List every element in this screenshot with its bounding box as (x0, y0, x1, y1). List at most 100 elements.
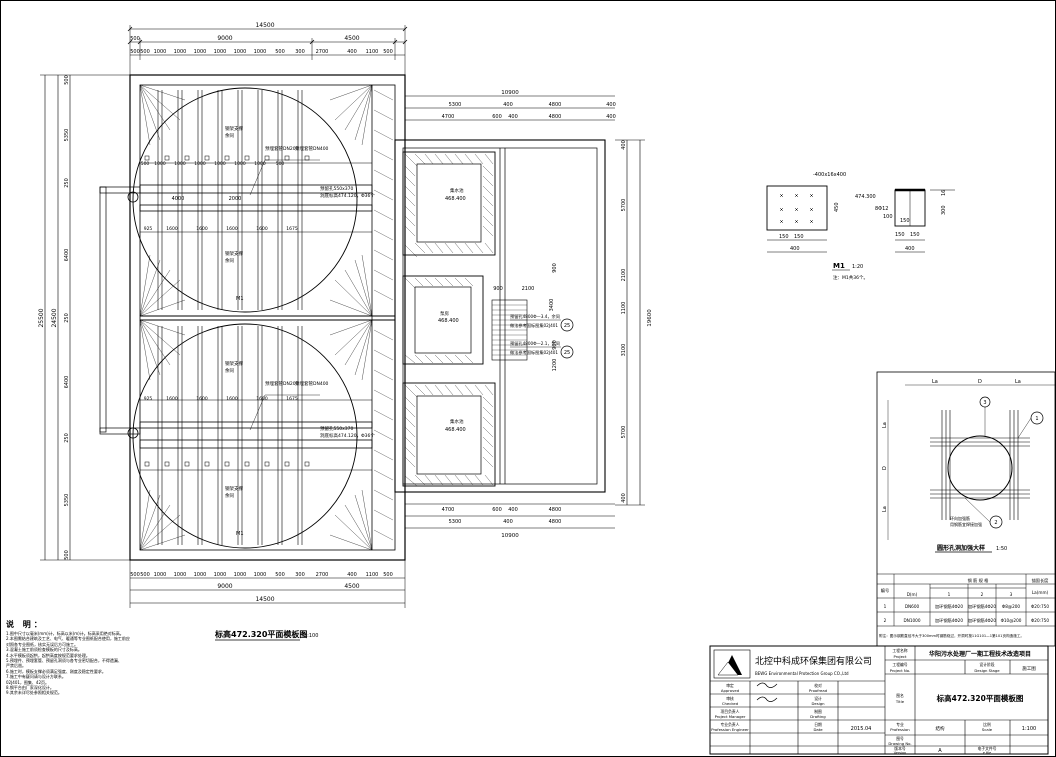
tb-project-name: 华阳污水处理厂一期工程技术改造项目 (929, 650, 1031, 658)
note-line: 7.施工中有疑问请与设计方联系。 (6, 674, 66, 680)
note-line: 2.本图需结合建筑及工艺、电气、暖通等专业图纸配合使用，施工前应 (6, 636, 130, 642)
room-3-elev: 468.400 (445, 427, 466, 433)
pipe-label-1: 预埋套管DN200 (265, 145, 299, 152)
ht-col-la2: La(mm) (1032, 590, 1049, 595)
m1-elev: 474.300 (855, 194, 876, 200)
m1-detail-labels: -400x16x400 474.300 8Φ12 150 150 400 150… (779, 172, 947, 281)
annex-right-height: 19600 (647, 309, 653, 327)
annex-ba2: 4800 (549, 519, 562, 525)
tb-efile-label: 电子文件号 (978, 746, 997, 751)
dim-4500: 4500 (344, 35, 359, 42)
tb-projno-label-en: Project No. (890, 668, 911, 673)
rs3: 1100 (621, 302, 627, 315)
annex-bb2: 400 (508, 507, 518, 513)
tb-profession-label-en: Profession (890, 727, 910, 732)
seg-11: 400 (347, 49, 357, 55)
m1-dim-10: 100 (883, 214, 893, 220)
ht-r0-no: 1 (884, 604, 887, 609)
hole-detail-scale: 1:50 (996, 546, 1007, 552)
signature-mark (756, 682, 778, 702)
bseg-8: 500 (275, 572, 285, 578)
bseg-13: 500 (383, 572, 393, 578)
bseg-9: 300 (295, 572, 305, 578)
tb-proofread: 校对 (814, 683, 822, 688)
c3: 1000 (194, 161, 206, 167)
callout-1b: 做法参考国标图集02J401 (510, 322, 558, 329)
note-line: 5.预埋件、预埋套管、预留孔洞须与各专业密切配合，不得遗漏、 (6, 658, 122, 664)
annex-bb1: 600 (492, 507, 502, 513)
annex-ta3: 400 (606, 102, 616, 108)
rs1: 5700 (621, 199, 627, 212)
rs2: 2100 (621, 269, 627, 282)
tb-proofread-en: Proofread (809, 688, 828, 693)
note-line: 8.钢平台由厂家深化设计。 (6, 685, 54, 691)
room-1-name: 集水池 (450, 187, 464, 194)
hole-la-1: La (932, 379, 938, 385)
tb-efile-label-en: e.file (983, 751, 991, 755)
hole-elev-label-b: 洞底标高474.120，Φ36个 (320, 432, 375, 439)
annex-tb2: 400 (508, 114, 518, 120)
bottom-segment-row: 500 500 1000 1000 1000 1000 1000 1000 50… (130, 572, 393, 578)
m1-dim-4: 150 (910, 232, 920, 238)
tb-version: A (938, 748, 942, 754)
note-line: 3.混凝土施工前须检查模板的尺寸及标高。 (6, 647, 82, 653)
ht-r1-la: Φ20:750 (1031, 618, 1049, 623)
m1-dim-2: 400 (790, 246, 800, 252)
bseg-12: 1100 (366, 572, 379, 578)
inner-dim-5: 900 (552, 340, 558, 350)
seg-9: 300 (295, 49, 305, 55)
tb-manager: 项目负责人 (721, 709, 740, 714)
tb-profession: 结构 (936, 725, 945, 732)
dim-9000: 9000 (217, 35, 232, 42)
ht-r0-la: Φ20:750 (1031, 604, 1049, 609)
support-label-3: 钢架支撑 (225, 360, 243, 367)
bseg-3: 1000 (174, 572, 187, 578)
bseg-0: 500 (130, 572, 140, 578)
note-line: 4.水平模板须起拱，起拱高度按规范要求处理。 (6, 652, 90, 658)
support-label-2: 钢架支撑 (225, 250, 243, 257)
hole-detail (876, 371, 1056, 647)
company-cn: 北控中科成环保集团有限公司 (755, 655, 872, 667)
annex-ta0: 5300 (449, 102, 462, 108)
hole-la-4: La (882, 506, 888, 512)
plan-scale: 1:100 (304, 633, 318, 639)
tb-profession-label: 专业 (896, 722, 904, 727)
m1-detail (766, 185, 955, 271)
annex-tb4: 400 (606, 114, 616, 120)
seg-5: 1000 (214, 49, 227, 55)
tb-stage: 施工图 (1022, 665, 1036, 672)
m1-plate: -400x16x400 (813, 172, 846, 178)
m1-bar: 8Φ12 (875, 206, 888, 212)
tb-project-label-en: Project (894, 654, 908, 659)
seg-12: 1100 (366, 49, 379, 55)
room-2-name: 泵房 (440, 310, 449, 317)
tb-date-label: 日期 (814, 722, 822, 727)
support2-label-3: 余同 (225, 367, 234, 374)
lseg-1: 5350 (64, 129, 70, 142)
hole-note-rebar2: 用钢筋宜焊接加强 (950, 521, 982, 527)
annex-right-segments: 400 5700 2100 1100 3100 5700 400 (621, 140, 627, 503)
m1-label-1: M1 (236, 296, 244, 302)
company-en: BEWG Environmental Protection Group CO.,… (755, 671, 849, 676)
ht-col-no: 编号 (881, 587, 889, 594)
tb-version-label-en: Version (894, 751, 906, 755)
inner-dim-1: 2100 (522, 286, 535, 292)
inner-dim-2: 3400 (549, 299, 555, 312)
inner-dim-0: 900 (493, 286, 503, 292)
m1-dim-7: 16 (941, 190, 947, 196)
hole-d-top: D (978, 379, 982, 385)
ht-col-2: 2 (981, 592, 984, 597)
hole-label-b: 预留孔550x370 (320, 425, 353, 432)
m1-dim-3: 150 (895, 232, 905, 238)
pipe-label-1b: 预埋套管DN200 (265, 380, 299, 387)
dim-bottom-width: 14500 (255, 596, 274, 603)
ht-r1-no: 2 (884, 618, 887, 623)
title-block (709, 645, 1049, 755)
ht-r1-c1: 加环钢筋4Φ20 (935, 617, 963, 624)
rs6: 400 (621, 493, 627, 503)
room-1-elev: 468.400 (445, 196, 466, 202)
m1-dim-6: 300 (941, 205, 947, 215)
lseg-6: 250 (64, 433, 70, 443)
bseg-11: 400 (347, 572, 357, 578)
tb-drafting-en: Drafting (810, 714, 826, 719)
